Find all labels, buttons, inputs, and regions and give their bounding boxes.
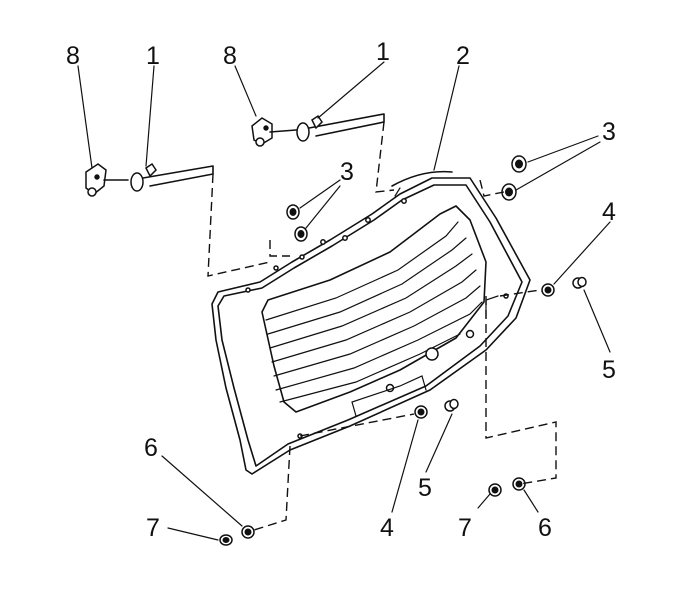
- lower-tab-outline: [351, 375, 427, 417]
- callout-7-right: 7: [458, 514, 472, 542]
- assembly-dashed-lines: [207, 121, 557, 531]
- defroster-grid: [265, 221, 483, 403]
- callout-2: 2: [456, 42, 470, 70]
- hinge-assembly-left: [85, 162, 214, 197]
- grommet-and-cap-right: [541, 276, 587, 297]
- callout-4-center: 4: [380, 514, 394, 542]
- callout-1-left: 1: [146, 42, 160, 70]
- callout-1-right: 1: [376, 38, 390, 66]
- callout-5-right: 5: [602, 356, 616, 384]
- callout-3-right: 3: [602, 118, 616, 146]
- nuts-item-3: [286, 155, 527, 242]
- callout-6-left: 6: [144, 434, 158, 462]
- callout-5-center: 5: [418, 474, 432, 502]
- callout-4-right: 4: [602, 198, 616, 226]
- hinge-assembly-right: [251, 113, 385, 147]
- callout-leader-lines: [77, 61, 611, 541]
- grommet-and-cap-center: [414, 398, 459, 419]
- callout-3-center: 3: [340, 158, 354, 186]
- nut-and-washer-left: [219, 525, 255, 546]
- callout-8-right: 8: [223, 42, 237, 70]
- window-opening: [261, 205, 487, 413]
- glass-mounting-holes: [245, 198, 509, 439]
- nut-and-washer-right: [488, 477, 526, 497]
- callout-6-right: 6: [538, 514, 552, 542]
- callout-7-left: 7: [146, 514, 160, 542]
- side-tab-outline: [485, 295, 499, 319]
- callout-8-left: 8: [66, 42, 80, 70]
- liftgate-glass-panel: [211, 170, 531, 475]
